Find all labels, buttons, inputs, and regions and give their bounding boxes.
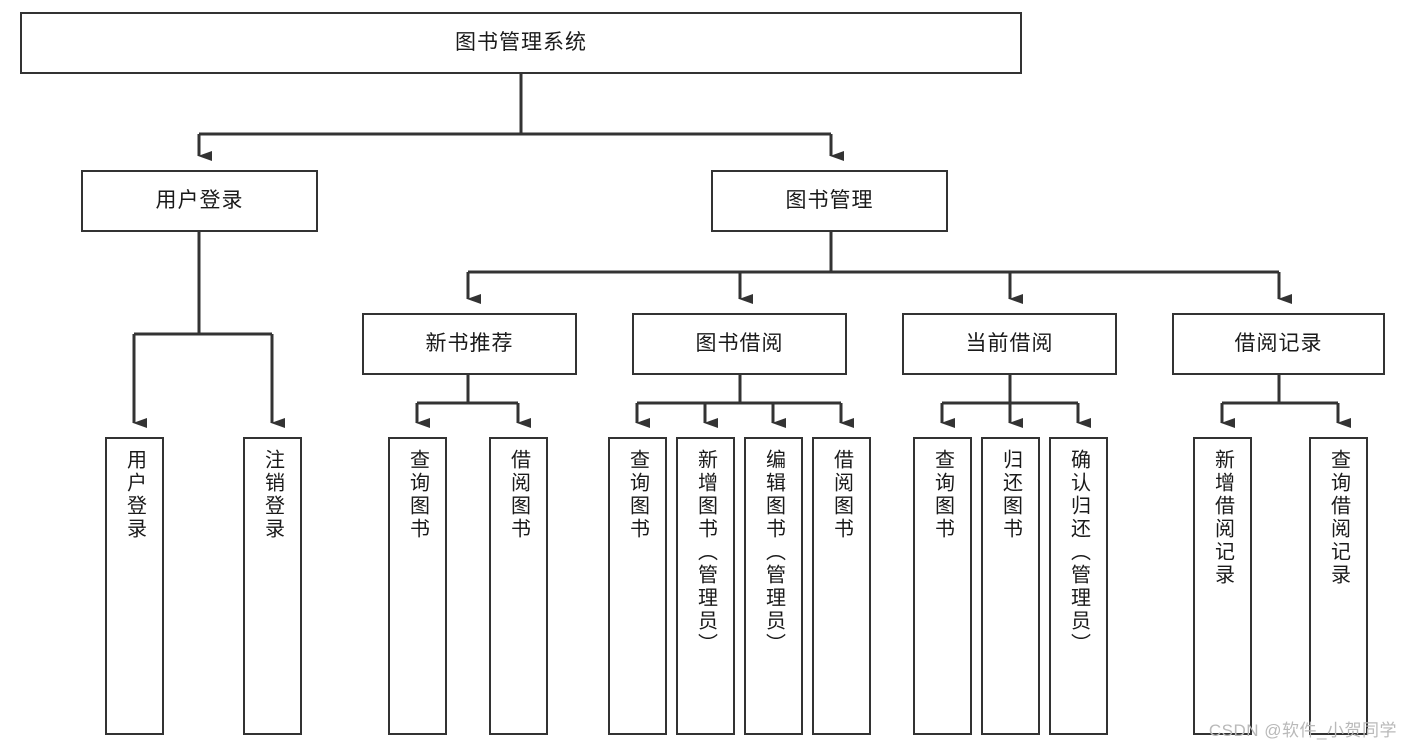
leaf-query-book-1[interactable]: 查询图书 <box>388 437 447 735</box>
leaf-borrow-book-2[interactable]: 借阅图书 <box>812 437 871 735</box>
node-root-label: 图书管理系统 <box>455 30 587 54</box>
node-user-login-label: 用户登录 <box>155 188 244 212</box>
leaf-return-book-label: 归还图书 <box>999 449 1022 541</box>
node-borrow-record-label: 借阅记录 <box>1234 331 1323 355</box>
leaf-borrow-book-1-label: 借阅图书 <box>507 449 530 541</box>
node-current-borrow-label: 当前借阅 <box>965 331 1054 355</box>
leaf-query-book-3-label: 查询图书 <box>931 449 954 541</box>
node-book-borrow[interactable]: 图书借阅 <box>632 313 847 375</box>
node-root[interactable]: 图书管理系统 <box>20 12 1022 74</box>
node-book-manage-label: 图书管理 <box>785 188 874 212</box>
leaf-edit-book-label: 编辑图书（管理员） <box>762 449 785 656</box>
leaf-query-record-label: 查询借阅记录 <box>1327 449 1350 587</box>
node-book-manage[interactable]: 图书管理 <box>711 170 948 232</box>
node-current-borrow[interactable]: 当前借阅 <box>902 313 1117 375</box>
leaf-user-login-label: 用户登录 <box>123 449 146 541</box>
leaf-query-record[interactable]: 查询借阅记录 <box>1309 437 1368 735</box>
node-book-borrow-label: 图书借阅 <box>695 331 784 355</box>
leaf-add-book-label: 新增图书（管理员） <box>694 449 717 656</box>
leaf-query-book-1-label: 查询图书 <box>406 449 429 541</box>
leaf-confirm-return[interactable]: 确认归还（管理员） <box>1049 437 1108 735</box>
leaf-return-book[interactable]: 归还图书 <box>981 437 1040 735</box>
leaf-query-book-2[interactable]: 查询图书 <box>608 437 667 735</box>
leaf-confirm-return-label: 确认归还（管理员） <box>1067 449 1090 656</box>
node-new-book-recommend[interactable]: 新书推荐 <box>362 313 577 375</box>
leaf-borrow-book-2-label: 借阅图书 <box>830 449 853 541</box>
leaf-query-book-3[interactable]: 查询图书 <box>913 437 972 735</box>
node-borrow-record[interactable]: 借阅记录 <box>1172 313 1385 375</box>
leaf-add-record-label: 新增借阅记录 <box>1211 449 1234 587</box>
node-new-book-recommend-label: 新书推荐 <box>425 331 514 355</box>
leaf-add-book[interactable]: 新增图书（管理员） <box>676 437 735 735</box>
leaf-borrow-book-1[interactable]: 借阅图书 <box>489 437 548 735</box>
leaf-edit-book[interactable]: 编辑图书（管理员） <box>744 437 803 735</box>
leaf-logout-login-label: 注销登录 <box>261 449 284 541</box>
node-user-login[interactable]: 用户登录 <box>81 170 318 232</box>
leaf-logout-login[interactable]: 注销登录 <box>243 437 302 735</box>
leaf-user-login[interactable]: 用户登录 <box>105 437 164 735</box>
leaf-query-book-2-label: 查询图书 <box>626 449 649 541</box>
leaf-add-record[interactable]: 新增借阅记录 <box>1193 437 1252 735</box>
